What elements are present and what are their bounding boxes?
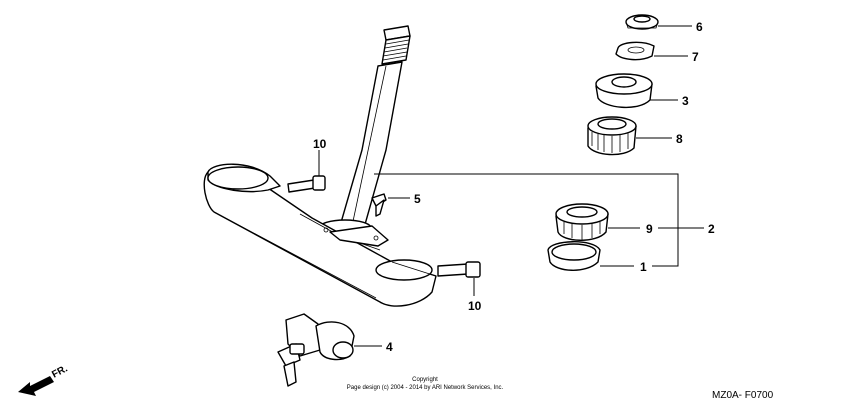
bottom-bridge-part [203,163,437,307]
callout-7: 7 [692,50,699,64]
bolt-10-lower-part [437,261,481,278]
callout-10-upper: 10 [313,137,327,151]
dust-seal-1-part [547,241,601,271]
callout-3: 3 [682,94,689,108]
callout-6: 6 [696,20,703,34]
callout-2: 2 [708,222,715,236]
callout-1: 1 [640,260,647,274]
callout-4: 4 [386,340,393,354]
bearing-9-part [555,203,609,241]
figure-code: MZ0A- F0700 [712,390,774,401]
adjusting-nut-3-part [595,73,653,108]
copyright-line-1: Copyright [412,377,438,383]
callout-9: 9 [646,222,653,236]
callout-5: 5 [414,192,421,206]
bolt-10-upper-part [287,175,326,193]
callout-10-lower: 10 [468,299,482,313]
steering-stem-part [318,25,411,237]
lock-washer-7-part [615,41,655,61]
front-direction-arrow-icon [18,376,54,396]
copyright-line-2: Page design (c) 2004 - 2014 by ARI Netwo… [347,385,504,391]
nut-6-part [625,14,659,30]
front-label: FR. [50,363,70,380]
bearing-8-part [587,116,637,156]
callout-8: 8 [676,132,683,146]
assembly-bracket-2 [374,173,704,267]
screw-5-part [371,193,387,217]
ignition-switch-4-part [277,313,355,387]
